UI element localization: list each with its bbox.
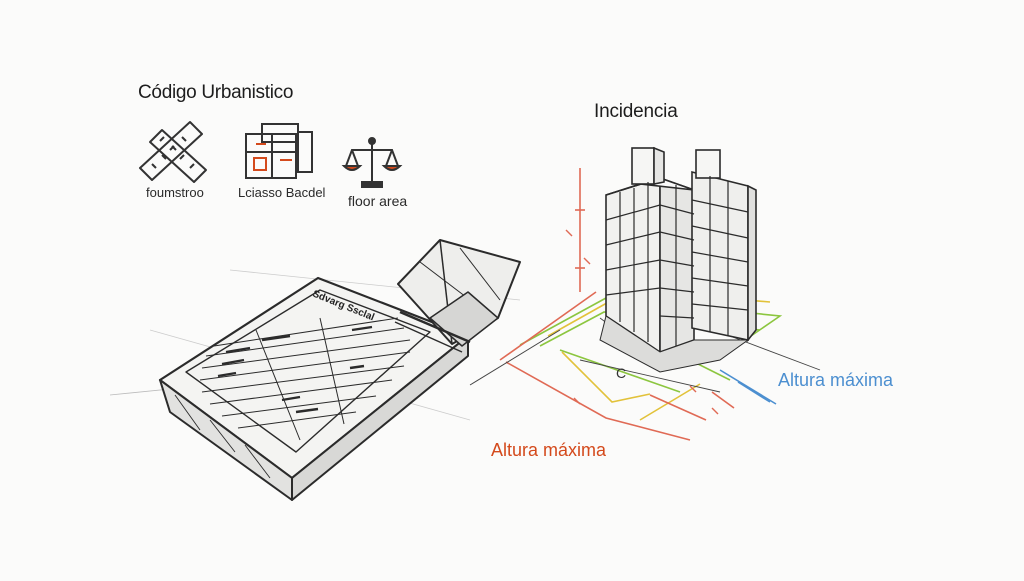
icon-label-plan: Lciasso Bacdel [238,185,326,200]
max-height-label-red: Altura máxima [491,440,607,460]
building-sketch [599,146,757,373]
dimension-mark: C [616,365,626,381]
page-title: Código Urbanistico [138,82,294,103]
icon-label-floor-area: floor area [348,193,408,209]
building-plan-icon [245,123,313,179]
scale-balance-icon [341,137,403,188]
incidence-label: Incidencia [594,101,678,122]
document-sketch: Sdvarg Ssclal [109,239,521,501]
icon-label-ruler: foumstroo [146,185,204,200]
max-height-label-blue: Altura máxima [778,370,894,390]
dimension-ticks [565,229,719,415]
ruler-cross-icon [139,121,207,183]
